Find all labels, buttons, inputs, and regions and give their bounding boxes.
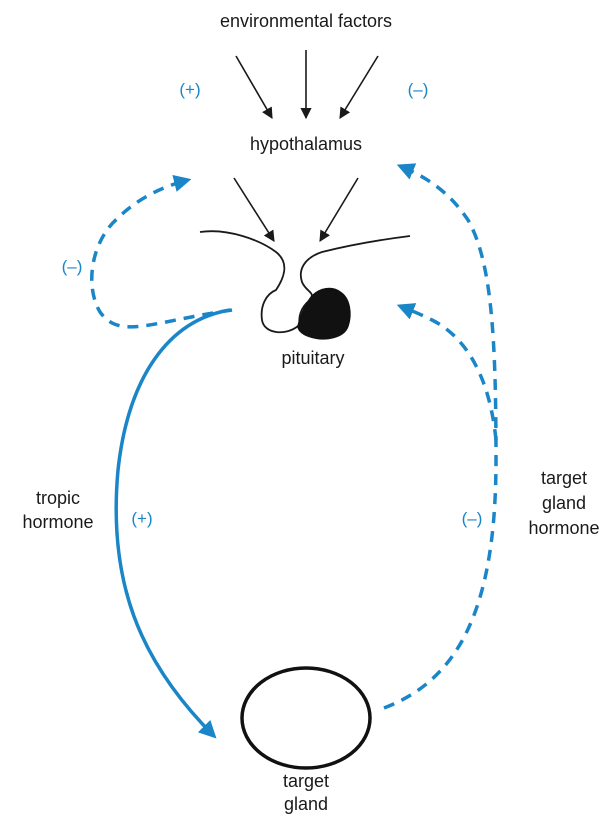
short-loop-negative-sign: (–) (62, 257, 83, 276)
target-gland-oval (242, 668, 370, 768)
hypothalamus-label: hypothalamus (250, 134, 362, 154)
hypothalamus-to-pituitary-arrow-left (234, 178, 274, 241)
pituitary-posterior-outline (200, 231, 298, 332)
long-loop-negative-sign: (–) (462, 509, 483, 528)
short-loop-feedback-arrow (92, 180, 232, 327)
tropic-hormone-label-line2: hormone (22, 512, 93, 532)
tropic-positive-sign: (+) (131, 509, 152, 528)
pituitary-gland-shape (200, 231, 410, 339)
long-loop-feedback-to-hypothalamus-arrow (384, 166, 496, 708)
env-to-hypothalamus-arrow-left (236, 56, 272, 118)
anterior-pituitary-lobe (298, 289, 350, 339)
target-gland-label-line1: target (283, 771, 329, 791)
hypothalamus-to-pituitary-arrow-right (320, 178, 358, 241)
env-positive-sign: (+) (179, 80, 200, 99)
target-gland-hormone-label-line2: gland (542, 493, 586, 513)
env-to-hypothalamus-arrow-right (340, 56, 378, 118)
long-loop-feedback-to-pituitary-arrow (400, 306, 496, 440)
tropic-hormone-label-line1: tropic (36, 488, 80, 508)
target-gland-hormone-label-line1: target (541, 468, 587, 488)
target-gland-label-line2: gland (284, 794, 328, 814)
target-gland-hormone-label-line3: hormone (528, 518, 599, 538)
pituitary-label: pituitary (281, 348, 344, 368)
environmental-factors-label: environmental factors (220, 11, 392, 31)
env-negative-sign: (–) (408, 80, 429, 99)
